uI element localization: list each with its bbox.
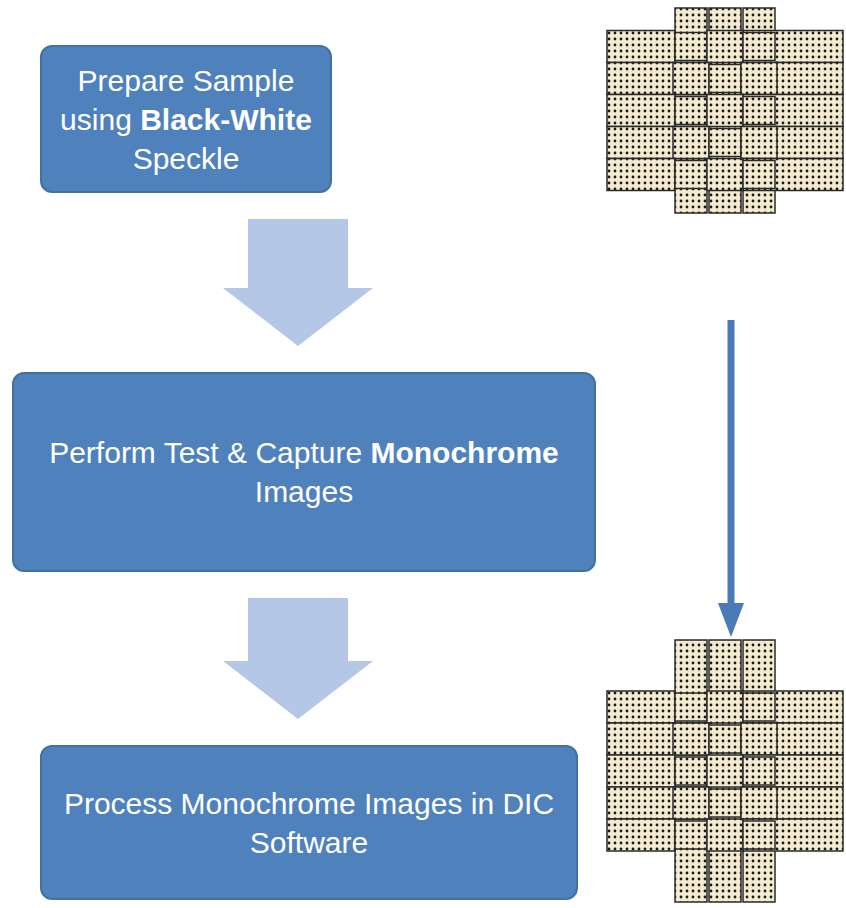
process-box: Prepare Sample using Black-White Speckle: [40, 45, 332, 193]
box-label: Perform Test & Capture Monochrome Images: [24, 433, 584, 511]
box-label: Prepare Sample using Black-White Speckle: [52, 61, 320, 178]
yarn-tile: [743, 640, 775, 902]
arrow-head: [718, 603, 744, 637]
yarn-tile: [675, 640, 707, 902]
yarn-tile: [741, 127, 777, 159]
yarn-tile: [743, 819, 843, 851]
box-label: Process Monochrome Images in DIC Softwar…: [52, 784, 566, 862]
yarn-tile: [775, 787, 843, 819]
yarn-tile: [673, 723, 709, 755]
yarn-tile: [607, 31, 675, 63]
yarn-tile: [707, 819, 743, 851]
process-arrow: [728, 320, 735, 605]
yarn-tile: [741, 787, 777, 819]
yarn-tile: [743, 755, 843, 787]
yarn-tile: [673, 787, 709, 819]
yarn-tile: [675, 161, 707, 189]
yarn-tile: [775, 723, 843, 755]
yarn-tile: [743, 159, 843, 191]
yarn-tile: [743, 95, 843, 127]
yarn-tile: [675, 693, 707, 721]
yarn-tile: [743, 8, 775, 213]
yarn-tile: [607, 691, 675, 723]
yarn-tile: [673, 63, 709, 95]
yarn-tile: [709, 789, 741, 817]
yarn-tile: [741, 63, 777, 95]
yarn-tile: [709, 129, 741, 157]
yarn-tile: [743, 821, 775, 849]
yarn-tile: [709, 65, 741, 93]
yarn-tile: [707, 691, 743, 723]
yarn-tile: [743, 31, 843, 63]
yarn-tile: [707, 755, 743, 787]
yarn-tile: [741, 723, 777, 755]
yarn-tile: [675, 821, 707, 849]
yarn-tile: [743, 97, 775, 125]
yarn-tile: [743, 691, 843, 723]
yarn-tile: [675, 757, 707, 785]
yarn-tile: [743, 757, 775, 785]
woven-fabric: [607, 640, 843, 902]
yarn-tile: [607, 819, 675, 851]
block-arrow: [223, 598, 373, 719]
yarn-tile: [775, 127, 843, 159]
process-box: Process Monochrome Images in DIC Softwar…: [40, 745, 578, 900]
block-arrow: [223, 219, 373, 346]
yarn-tile: [743, 161, 775, 189]
yarn-tile: [707, 31, 743, 63]
yarn-tile: [743, 693, 775, 721]
yarn-tile: [707, 95, 743, 127]
yarn-tile: [607, 159, 675, 191]
process-box: Perform Test & Capture Monochrome Images: [12, 372, 596, 572]
yarn-tile: [673, 127, 709, 159]
yarn-tile: [775, 63, 843, 95]
yarn-tile: [607, 95, 675, 127]
yarn-tile: [675, 33, 707, 61]
yarn-tile: [743, 33, 775, 61]
yarn-tile: [607, 755, 675, 787]
yarn-tile: [707, 159, 743, 191]
yarn-tile: [675, 8, 707, 213]
yarn-tile: [709, 725, 741, 753]
yarn-tile: [675, 97, 707, 125]
woven-fabric: [607, 8, 843, 213]
